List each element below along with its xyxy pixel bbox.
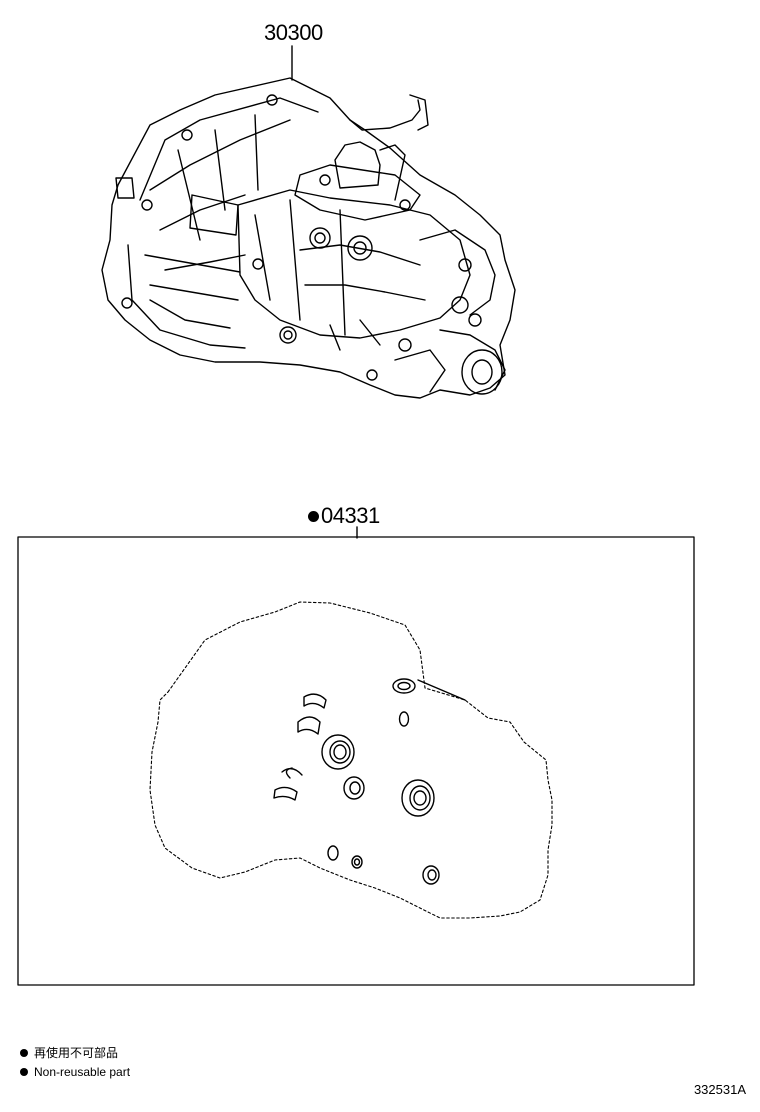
- legend-japanese-text: 再使用不可部品: [34, 1046, 119, 1060]
- leader-line-seal: [417, 679, 466, 701]
- non-reusable-marker-icon: [20, 1049, 28, 1057]
- callout-gasket-kit: 04331: [308, 505, 380, 527]
- non-reusable-marker-icon: [308, 511, 319, 522]
- gasket-kit-illustration: [149, 601, 553, 919]
- transmission-assembly-illustration: [101, 77, 516, 399]
- legend-english-text: Non-reusable part: [34, 1065, 131, 1079]
- callout-gasket-kit-number: 04331: [321, 503, 380, 528]
- callout-transmission-assembly: 30300: [264, 20, 323, 45]
- illustration-reference-code: 332531A: [693, 1082, 746, 1097]
- gasket-kit-box: [17, 536, 695, 986]
- non-reusable-marker-icon: [20, 1068, 28, 1076]
- legend-japanese: 再使用不可部品: [20, 1046, 118, 1060]
- legend-english: Non-reusable part: [20, 1065, 130, 1079]
